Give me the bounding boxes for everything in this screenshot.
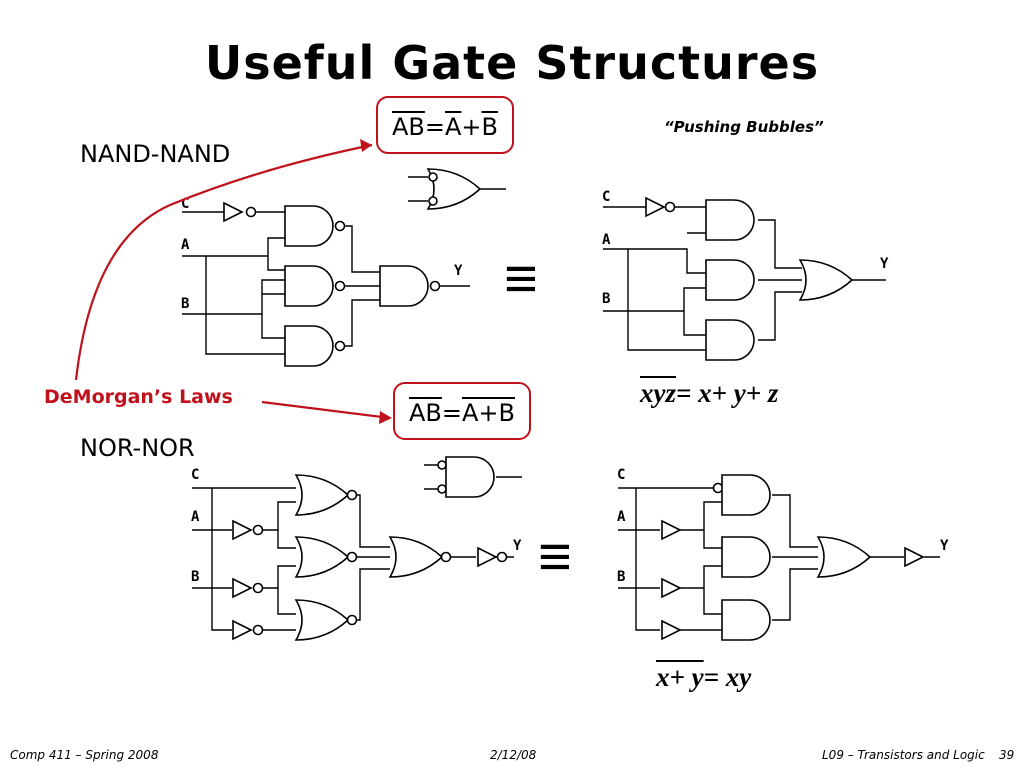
signal-label-y: Y — [880, 256, 889, 272]
law2-b: B — [425, 399, 442, 427]
pushed-bubbles-or-and-circuit — [618, 474, 940, 641]
footer-lecture: L09 – Transistors and Logic — [822, 748, 985, 762]
signal-label-y: Y — [454, 263, 463, 279]
demorgan-arrow-top — [74, 143, 373, 381]
footer-date: 2/12/08 — [490, 748, 537, 762]
slide-title: Useful Gate Structures — [204, 36, 820, 90]
equivalence-symbol-top: ≡ — [504, 246, 538, 311]
signal-label-a: A — [191, 509, 200, 525]
pushed-bubbles-and-or-circuit — [603, 197, 886, 361]
signal-label-b: B — [602, 291, 611, 307]
bubbled-or-gate-icon — [408, 168, 506, 210]
signal-label-b: B — [191, 569, 200, 585]
arrow-head-icon — [379, 411, 392, 424]
equation-x-plus-y: x+ y= xy — [656, 662, 751, 693]
equivalence-symbol-bottom: ≡ — [538, 524, 572, 589]
signal-label-y: Y — [940, 538, 949, 554]
nand-nand-circuit — [182, 202, 470, 367]
demorgan-label: DeMorgan’s Laws — [44, 386, 233, 408]
footer-page-number: 39 — [999, 748, 1015, 762]
law2-rhs: A+B — [462, 399, 515, 427]
eq2-lhs: x+ y — [656, 662, 704, 692]
arrow-head-icon — [360, 139, 372, 152]
nor-nor-circuit — [192, 474, 514, 641]
bubbled-and-gate-icon — [424, 456, 522, 498]
demorgan-law-nor-box: AB=A+B — [393, 382, 531, 440]
law2-a: A — [409, 399, 426, 427]
law1-a: A — [445, 113, 462, 141]
equation-xyz: xyz= x+ y+ z — [640, 378, 778, 409]
signal-label-c: C — [617, 467, 626, 483]
signal-label-c: C — [602, 189, 611, 205]
demorgan-law-nand-box: AB=A+B — [376, 96, 514, 154]
signal-label-a: A — [617, 509, 626, 525]
law1-b: B — [481, 113, 498, 141]
demorgan-arrow-bottom — [261, 400, 391, 420]
nand-nand-label: NAND-NAND — [80, 140, 231, 168]
law1-lhs: AB — [392, 113, 425, 141]
signal-label-c: C — [181, 196, 190, 212]
signal-label-b: B — [617, 569, 626, 585]
signal-label-a: A — [181, 237, 190, 253]
law1-eq: = — [424, 113, 445, 141]
signal-label-b: B — [181, 296, 190, 312]
eq1-rhs: = x+ y+ z — [676, 378, 779, 408]
law1-plus: + — [461, 113, 482, 141]
footer-course: Comp 411 – Spring 2008 — [10, 748, 159, 762]
eq1-lhs: xyz — [640, 378, 676, 408]
pushing-bubbles-caption: “Pushing Bubbles” — [664, 118, 824, 136]
eq2-rhs: = xy — [703, 662, 752, 692]
signal-label-y: Y — [513, 538, 522, 554]
law2-eq: = — [441, 399, 462, 427]
signal-label-c: C — [191, 467, 200, 483]
nor-nor-label: NOR-NOR — [80, 434, 195, 462]
signal-label-a: A — [602, 232, 611, 248]
